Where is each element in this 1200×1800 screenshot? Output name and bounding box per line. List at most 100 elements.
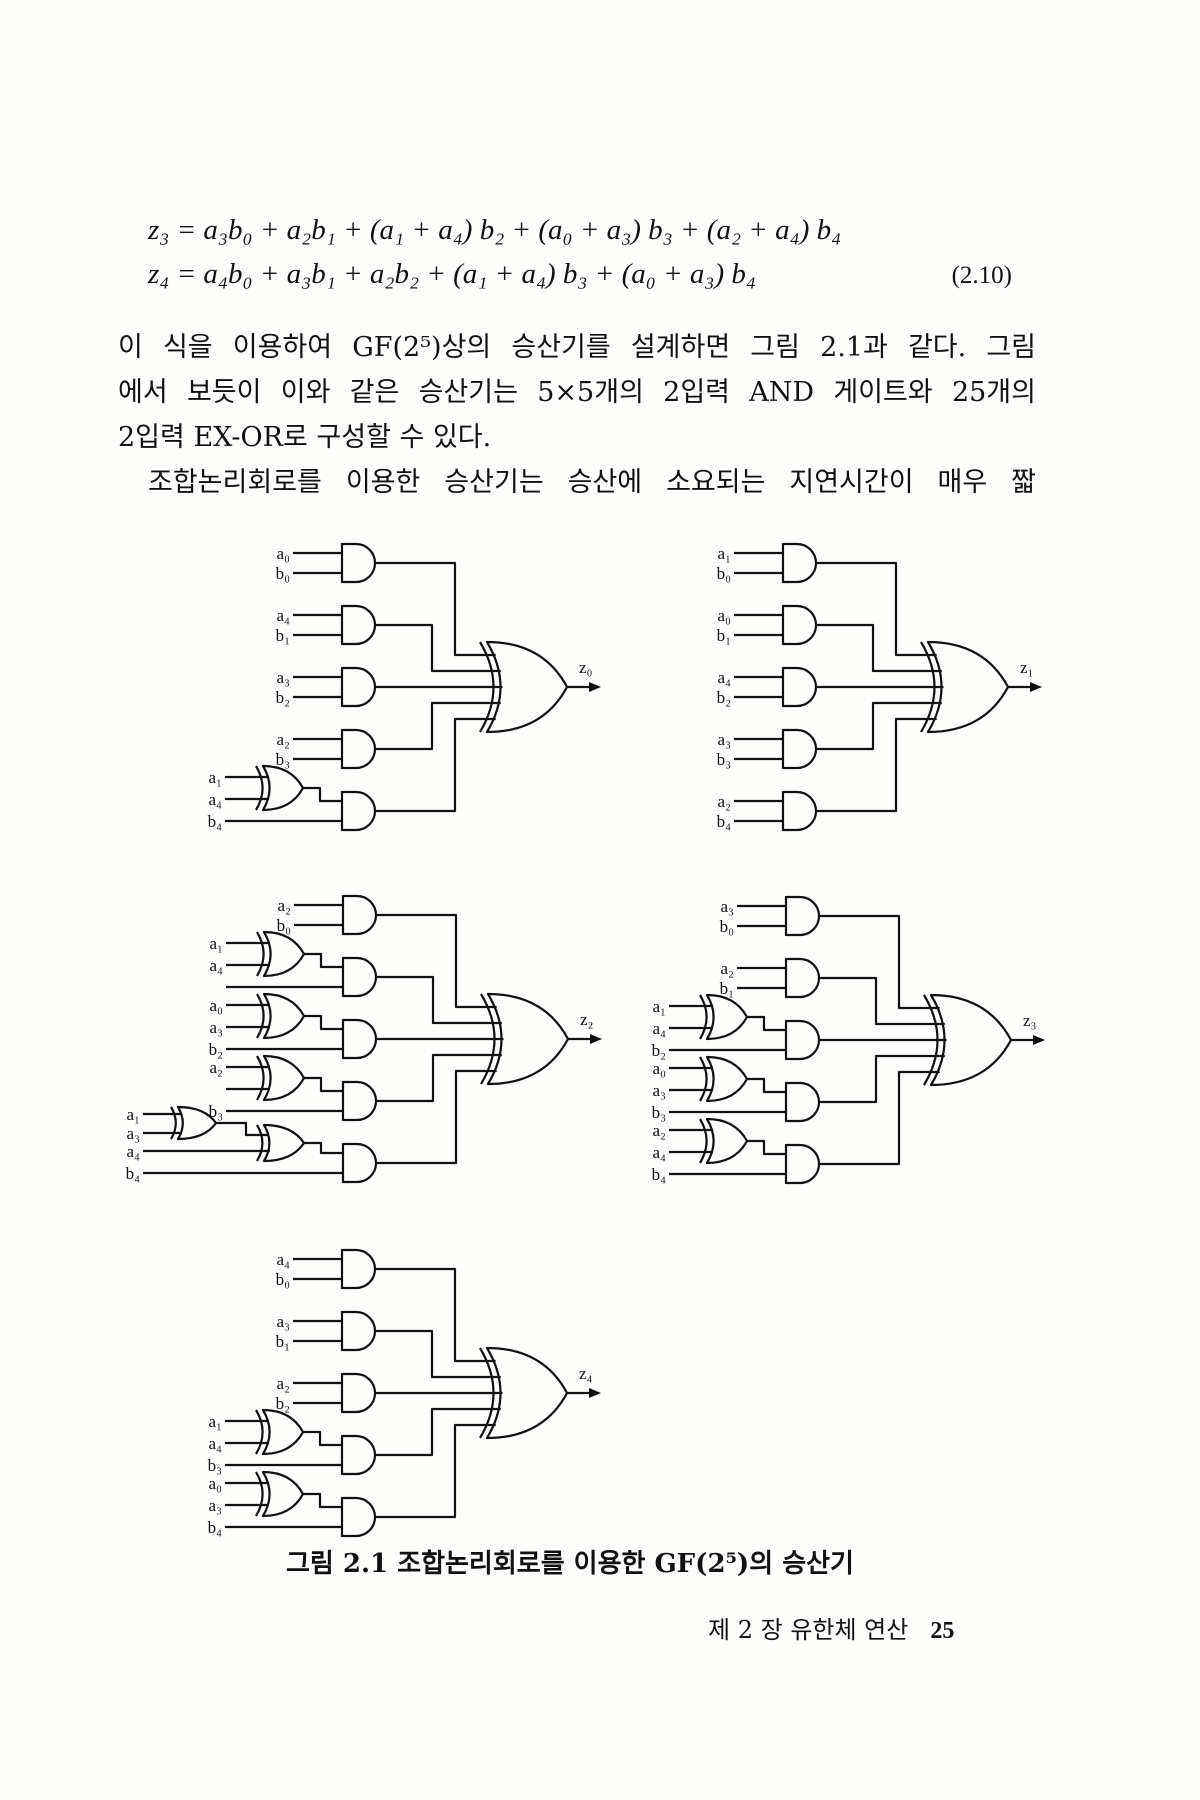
wire: [375, 623, 501, 673]
wire: [819, 976, 945, 1026]
wire: [304, 1141, 343, 1155]
wire: [375, 1329, 501, 1379]
xor-gate-back-curve: [699, 994, 708, 1040]
output-xor-gate: [485, 1346, 569, 1440]
wire: [376, 1053, 502, 1103]
page-number: 25: [930, 1618, 955, 1644]
and-gate: [340, 604, 377, 646]
input-label: a₀: [209, 1474, 223, 1493]
xor-gate-back-curve: [699, 1118, 708, 1164]
wire: [376, 1069, 497, 1165]
input-label: b₂: [717, 688, 731, 707]
input-label: a₂: [721, 959, 734, 978]
wire: [304, 952, 343, 969]
input-label: a₂: [653, 1121, 666, 1140]
input-label: b₃: [717, 750, 732, 769]
output-xor-gate: [929, 993, 1013, 1087]
and-gate: [340, 1372, 377, 1414]
input-label: a₄: [127, 1142, 141, 1161]
output-xor-gate: [485, 640, 569, 734]
wire: [819, 1070, 940, 1166]
input-label: a₂: [278, 896, 291, 915]
input-label: b₂: [276, 688, 290, 707]
input-label: b₁: [717, 626, 731, 645]
input-label: b₃: [208, 1456, 223, 1475]
wire: [376, 913, 497, 1009]
xor-gate-back-curve: [255, 1409, 264, 1455]
xor-gate: [705, 993, 749, 1041]
input-label: b₀: [717, 564, 732, 583]
product-term: a₄b₀: [276, 1248, 377, 1290]
paragraph-line: 조합논리회로를 이용한 승산기는 승산에 소요되는 지연시간이 매우 짧: [148, 467, 1036, 498]
input-label: b₄: [126, 1164, 141, 1183]
and-gate: [341, 1080, 378, 1122]
wire: [819, 914, 940, 1010]
and-gate: [340, 542, 377, 584]
output-label: z₃: [1023, 1011, 1037, 1030]
output-arrow-icon: [1033, 1035, 1045, 1045]
wire: [819, 1054, 945, 1104]
and-gate: [781, 790, 818, 832]
input-label: a₃: [721, 897, 735, 916]
input-label: a₄: [653, 1143, 667, 1162]
input-label: a₀: [718, 606, 732, 625]
wire: [303, 1430, 342, 1447]
equation-number: (2.10): [951, 262, 1012, 289]
input-label: a₂: [277, 1374, 290, 1393]
input-label: a₀: [653, 1059, 667, 1078]
input-label: a₃: [210, 1018, 224, 1037]
output-arrow-icon: [589, 1388, 601, 1398]
wire: [303, 786, 342, 803]
input-label: a₄: [653, 1019, 667, 1038]
wire: [304, 1076, 343, 1093]
xor-gate: [176, 1105, 218, 1141]
wire: [747, 1077, 786, 1094]
output-label: z₂: [580, 1010, 593, 1029]
xor-gate: [262, 1123, 306, 1163]
input-label: a₃: [277, 668, 291, 687]
input-label: b₂: [209, 1040, 223, 1059]
input-label: a₂: [277, 730, 290, 749]
and-gate: [341, 956, 378, 998]
product-term: a₂b₂: [276, 1372, 377, 1414]
xor-gate-back-curve: [256, 993, 265, 1039]
input-label: a₁: [718, 544, 731, 563]
input-label: a₃: [653, 1081, 667, 1100]
input-label: a₃: [277, 1312, 291, 1331]
wire: [303, 1492, 342, 1509]
wire: [375, 1407, 501, 1457]
chapter-title: 제 2 장 유한체 연산: [708, 1616, 909, 1644]
and-gate: [340, 790, 377, 832]
wire: [816, 701, 942, 751]
and-gate: [340, 1496, 377, 1538]
input-label: a₀: [210, 996, 224, 1015]
xor-gate-back-curve: [256, 1124, 264, 1162]
input-label: b₀: [720, 917, 735, 936]
xor-gate: [261, 1408, 305, 1456]
input-label: b₂: [652, 1041, 666, 1060]
and-gate: [784, 1081, 821, 1123]
output-xor-gate: [926, 640, 1010, 734]
xor-gate: [261, 764, 305, 812]
page-footer: 제 2 장 유한체 연산 25: [708, 1610, 954, 1645]
input-label: b₂: [276, 1394, 290, 1413]
input-label: a₁: [209, 768, 222, 787]
xor-gate: [705, 1117, 749, 1165]
paragraph-line: 이 식을 이용하여 GF(2⁵)상의 승산기를 설계하면 그림 2.1과 같다.…: [118, 332, 1036, 363]
and-gate: [340, 1434, 377, 1476]
and-gate: [340, 1310, 377, 1352]
and-gate: [784, 895, 821, 937]
input-label: a₁: [209, 1412, 222, 1431]
output-xor-gate: [486, 992, 570, 1086]
